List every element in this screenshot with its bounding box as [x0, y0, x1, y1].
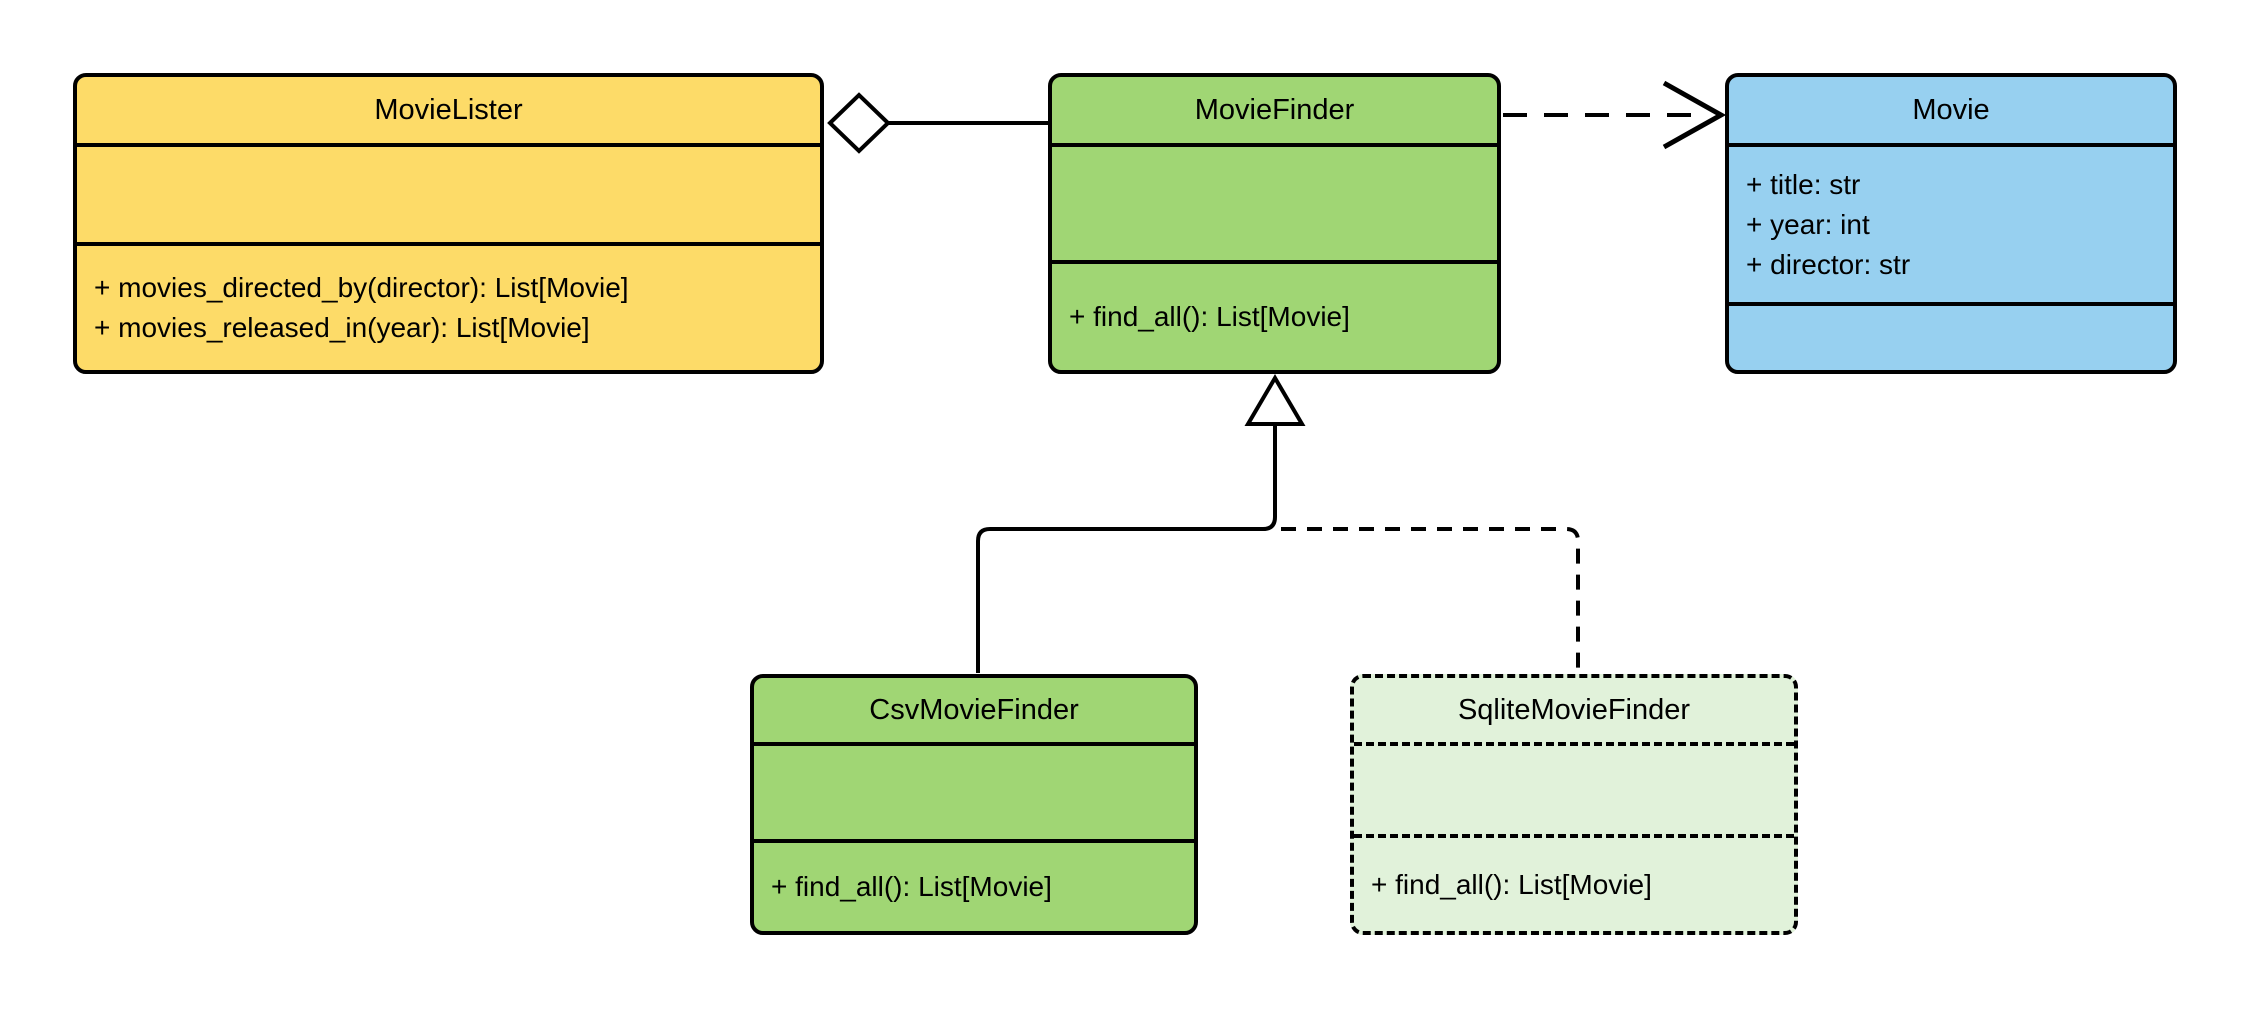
attributes-compartment	[1052, 143, 1497, 260]
attribute-label: + director: str	[1746, 248, 1911, 280]
attributes-compartment	[1354, 742, 1794, 834]
methods-compartment: + movies_directed_by(director): List[Mov…	[77, 242, 820, 370]
method-label: + movies_released_in(year): List[Movie]	[94, 312, 590, 343]
edge-generalization-sqlitemoviefinder-moviefinder	[1281, 527, 1580, 673]
class-movielister: MovieLister + movies_directed_by(directo…	[73, 73, 824, 374]
attributes-compartment: + title: str + year: int + director: str	[1729, 143, 2173, 302]
class-csvmoviefinder: CsvMovieFinder + find_all(): List[Movie]	[750, 674, 1198, 935]
class-movie: Movie + title: str + year: int + directo…	[1725, 73, 2177, 374]
method-label: + movies_directed_by(director): List[Mov…	[94, 272, 629, 303]
attribute-label: + year: int	[1746, 208, 1870, 240]
generalization-triangle-icon	[1244, 374, 1306, 426]
methods-compartment: + find_all(): List[Movie]	[754, 839, 1194, 931]
open-arrowhead-icon	[1662, 80, 1727, 150]
edge-aggregation-movielister-moviefinder	[827, 92, 1048, 154]
class-sqlitemoviefinder: SqliteMovieFinder + find_all(): List[Mov…	[1350, 674, 1798, 935]
attributes-compartment	[754, 742, 1194, 839]
generalization-edge-line	[976, 424, 1277, 673]
methods-compartment: + find_all(): List[Movie]	[1354, 834, 1794, 931]
attributes-compartment	[77, 143, 820, 242]
method-label: + find_all(): List[Movie]	[771, 871, 1052, 902]
class-title: Movie	[1912, 93, 1990, 126]
attribute-label: + title: str	[1746, 168, 1861, 200]
class-moviefinder: MovieFinder + find_all(): List[Movie]	[1048, 73, 1501, 374]
class-title: CsvMovieFinder	[869, 693, 1079, 726]
method-label: + find_all(): List[Movie]	[1371, 868, 1652, 900]
class-title: SqliteMovieFinder	[1457, 693, 1691, 726]
class-title: MovieFinder	[1194, 93, 1355, 126]
methods-compartment	[1729, 302, 2173, 370]
class-title: MovieLister	[374, 93, 523, 126]
aggregation-diamond-icon	[827, 92, 891, 154]
generalization-dashed-edge-line	[1281, 527, 1580, 673]
method-label: + find_all(): List[Movie]	[1069, 301, 1350, 332]
edge-generalization-csvmoviefinder-moviefinder	[976, 374, 1306, 673]
methods-compartment: + find_all(): List[Movie]	[1052, 260, 1497, 370]
edge-dependency-moviefinder-movie	[1503, 80, 1727, 150]
